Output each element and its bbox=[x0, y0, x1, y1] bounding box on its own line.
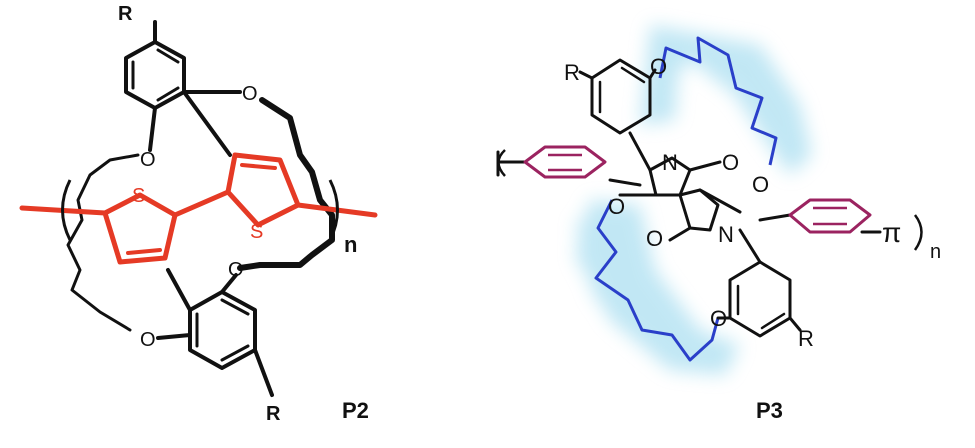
p3-core bbox=[618, 131, 742, 242]
p2-upper-connector bbox=[182, 90, 232, 157]
p2-right-alkyl-chain bbox=[237, 97, 335, 271]
p3-upper-alkyl-chain bbox=[658, 36, 778, 166]
p2-lower-connector bbox=[166, 268, 192, 312]
p3-oxygen-right: O bbox=[752, 172, 769, 197]
p2-oxygen-top-right: O bbox=[242, 83, 258, 105]
p3-top-o-bond bbox=[648, 68, 657, 80]
p2-repeat-subscript: n bbox=[344, 232, 357, 257]
p3-bottom-benzene-ring bbox=[728, 260, 792, 338]
p3-nitrogen-top: N bbox=[662, 150, 678, 175]
p3-bottom-r-bond bbox=[788, 316, 802, 332]
p3-lower-alkyl-chain bbox=[594, 199, 720, 362]
p2-sulfur-left: S bbox=[132, 185, 145, 207]
p2-left-alkyl-chain bbox=[66, 153, 140, 332]
p3-carbonyl-oxygen-top: O bbox=[722, 150, 739, 175]
p3-core-to-bottom-ring bbox=[738, 228, 762, 264]
p2-left-bracket bbox=[61, 179, 72, 241]
p3-nitrogen-bottom: N bbox=[718, 222, 734, 247]
p3-right-phenyl bbox=[788, 198, 872, 234]
p2-oxygen-right-lower: O bbox=[228, 259, 244, 281]
p3-top-r-bond bbox=[578, 70, 594, 80]
p3-phenyl-left-bond bbox=[608, 178, 642, 187]
p2-substituent-bottom: R bbox=[266, 403, 281, 425]
p2-substituent-top: R bbox=[118, 3, 133, 25]
p2-bottom-o-right-bond bbox=[220, 273, 238, 294]
p3-substituent-bottom: R bbox=[798, 326, 814, 351]
p2-oxygen-left: O bbox=[140, 149, 156, 171]
p3-left-phenyl bbox=[523, 145, 607, 179]
p2-bottom-benzene-ring bbox=[188, 290, 257, 370]
p2-compound-label: P2 bbox=[342, 398, 369, 423]
p3-right-bracket bbox=[913, 214, 923, 251]
p3-phenyl-right-bond bbox=[758, 213, 792, 222]
p2-structure bbox=[66, 20, 335, 397]
p3-carbonyl-oxygen-bottom: O bbox=[646, 226, 663, 251]
p3-oxygen-bottom: O bbox=[710, 306, 727, 331]
p3-compound-label: P3 bbox=[756, 398, 783, 423]
p3-oxygen-top: O bbox=[650, 54, 667, 79]
p2-top-benzene-ring bbox=[124, 40, 186, 110]
p3-pi-label: π bbox=[882, 217, 901, 248]
p2-right-bracket bbox=[328, 179, 339, 241]
p3-substituent-top: R bbox=[564, 60, 580, 85]
p3-oxygen-left: O bbox=[608, 194, 625, 219]
p3-left-bracket bbox=[497, 149, 506, 177]
p3-repeat-subscript: n bbox=[930, 241, 941, 263]
p2-oxygen-bottom-left: O bbox=[140, 329, 156, 351]
p2-bottom-o-left-bond bbox=[156, 333, 192, 340]
p2-left-o-bond bbox=[148, 106, 157, 152]
p2-bottom-r-bond bbox=[253, 348, 274, 397]
p2-sulfur-right: S bbox=[250, 221, 263, 243]
p3-structure bbox=[496, 58, 882, 338]
